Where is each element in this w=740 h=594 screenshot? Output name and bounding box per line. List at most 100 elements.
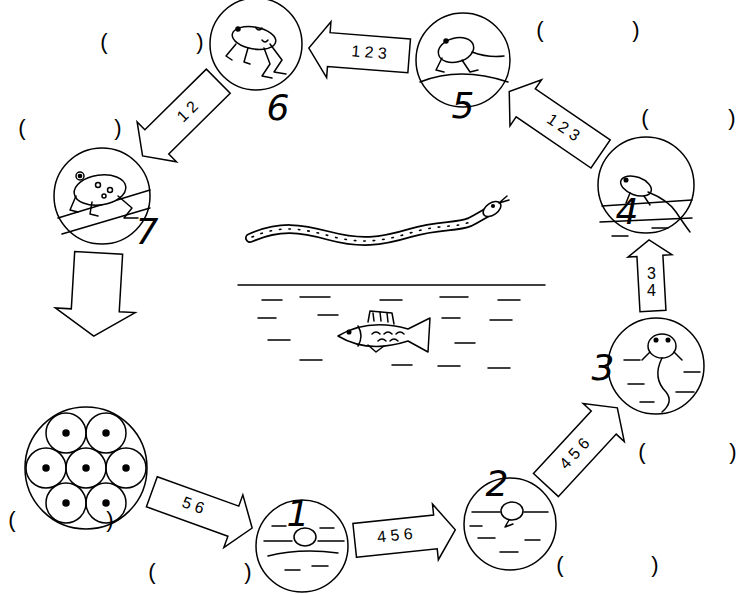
froglet-with-tail: [648, 192, 690, 232]
hatchling: [501, 502, 523, 520]
answer-bracket: ): [244, 561, 251, 583]
stage-list: 4 5 6: [557, 435, 593, 473]
leaping-frog: [230, 23, 277, 52]
answer-bracket: ): [114, 117, 121, 139]
egg-cluster: [46, 483, 86, 523]
egg-cluster: [26, 448, 66, 488]
hatchling: [472, 511, 500, 513]
froglet-with-tail: [600, 172, 692, 236]
water-ripple: [438, 365, 460, 367]
stage-number: 1: [287, 496, 310, 532]
egg-cluster: [86, 483, 126, 523]
egg-in-water: [285, 569, 300, 571]
snake: [250, 212, 488, 241]
egg-in-water: [272, 525, 286, 527]
answer-bracket: ): [632, 19, 639, 41]
young-frog: [420, 34, 508, 82]
leaping-frog: [226, 23, 286, 78]
answer-bracket: ): [196, 31, 203, 53]
hatchling: [500, 551, 518, 553]
fish: [358, 326, 361, 346]
tadpole-with-legs: [658, 358, 669, 412]
leaping-frog: [256, 28, 268, 42]
answer-bracket: (: [556, 554, 563, 576]
circle-outline: [210, 0, 302, 90]
stage-list: 1 2 3: [544, 111, 583, 145]
water-ripple: [258, 317, 276, 319]
leaping-frog: [236, 27, 240, 31]
stage-circle: (): [24, 406, 148, 530]
answer-bracket: (: [18, 117, 25, 139]
hatchling: [470, 502, 548, 552]
snake: [492, 205, 495, 208]
froglet-with-tail: [612, 235, 628, 237]
block-arrow: [55, 251, 135, 336]
fish: [338, 311, 430, 352]
tadpole-with-legs: [666, 338, 670, 342]
hatchling: [478, 537, 495, 539]
egg-cluster: [83, 465, 89, 471]
water-ripple: [392, 364, 412, 366]
block-arrow: [309, 22, 411, 78]
snake: [250, 196, 509, 241]
stage-number: 3: [592, 350, 615, 386]
hatchling: [470, 525, 482, 527]
answer-bracket: ): [729, 441, 736, 463]
leaping-frog: [262, 48, 272, 78]
answer-bracket: (: [536, 19, 543, 41]
egg-cluster: [103, 500, 109, 506]
fish: [368, 345, 384, 352]
water-ripple: [440, 296, 468, 298]
egg-in-water: [320, 527, 334, 529]
water-line: [238, 284, 545, 286]
egg-cluster: [63, 500, 69, 506]
adult-frog: [70, 196, 78, 212]
egg-cluster: [86, 413, 126, 453]
adult-frog: [118, 196, 138, 218]
stage-circle: 1(): [255, 499, 349, 593]
leaping-frog: [244, 48, 250, 64]
circle-outline: [608, 318, 704, 414]
stage-number: 2: [486, 466, 509, 502]
circle-outline: [463, 477, 557, 571]
egg-cluster: [26, 413, 146, 523]
water-ripple: [442, 317, 460, 319]
froglet-with-tail: [624, 178, 628, 182]
block-arrow: [353, 504, 455, 560]
stage-circle: 7(): [53, 147, 151, 245]
circle-outline: [598, 137, 694, 233]
block-arrow: [509, 80, 610, 168]
adult-frog: [78, 174, 81, 177]
tadpole-with-legs: [628, 383, 644, 385]
water-ripple: [300, 359, 322, 361]
circle-outline: [24, 406, 148, 530]
water-line: [238, 284, 545, 286]
egg-cluster: [123, 465, 129, 471]
stage-circle: 3(): [607, 317, 705, 415]
water-ripple: [488, 367, 510, 369]
egg-in-water: [312, 565, 328, 567]
egg-in-water: [268, 551, 338, 556]
snake: [252, 222, 470, 241]
stage-list: 4 5 6: [376, 526, 413, 546]
water-ripple: [318, 314, 338, 316]
adult-frog: [96, 183, 101, 188]
circle-outline: [464, 478, 556, 570]
circle-outline: [25, 407, 147, 529]
adult-frog: [72, 172, 128, 209]
egg-in-water: [264, 540, 292, 542]
water-ripple: [258, 297, 520, 368]
leaping-frog: [270, 44, 286, 74]
block-arrow: [533, 404, 624, 497]
hatchling: [505, 520, 513, 527]
answer-bracket: ): [651, 554, 658, 576]
water-ripple: [455, 342, 475, 344]
stage-list: 3 4: [645, 267, 657, 301]
answer-bracket: ): [728, 107, 735, 129]
adult-frog: [76, 172, 84, 180]
fish: [373, 312, 388, 322]
answer-bracket: (: [641, 107, 648, 129]
stage-circle: 6(): [209, 0, 303, 91]
leaping-frog: [226, 44, 236, 60]
